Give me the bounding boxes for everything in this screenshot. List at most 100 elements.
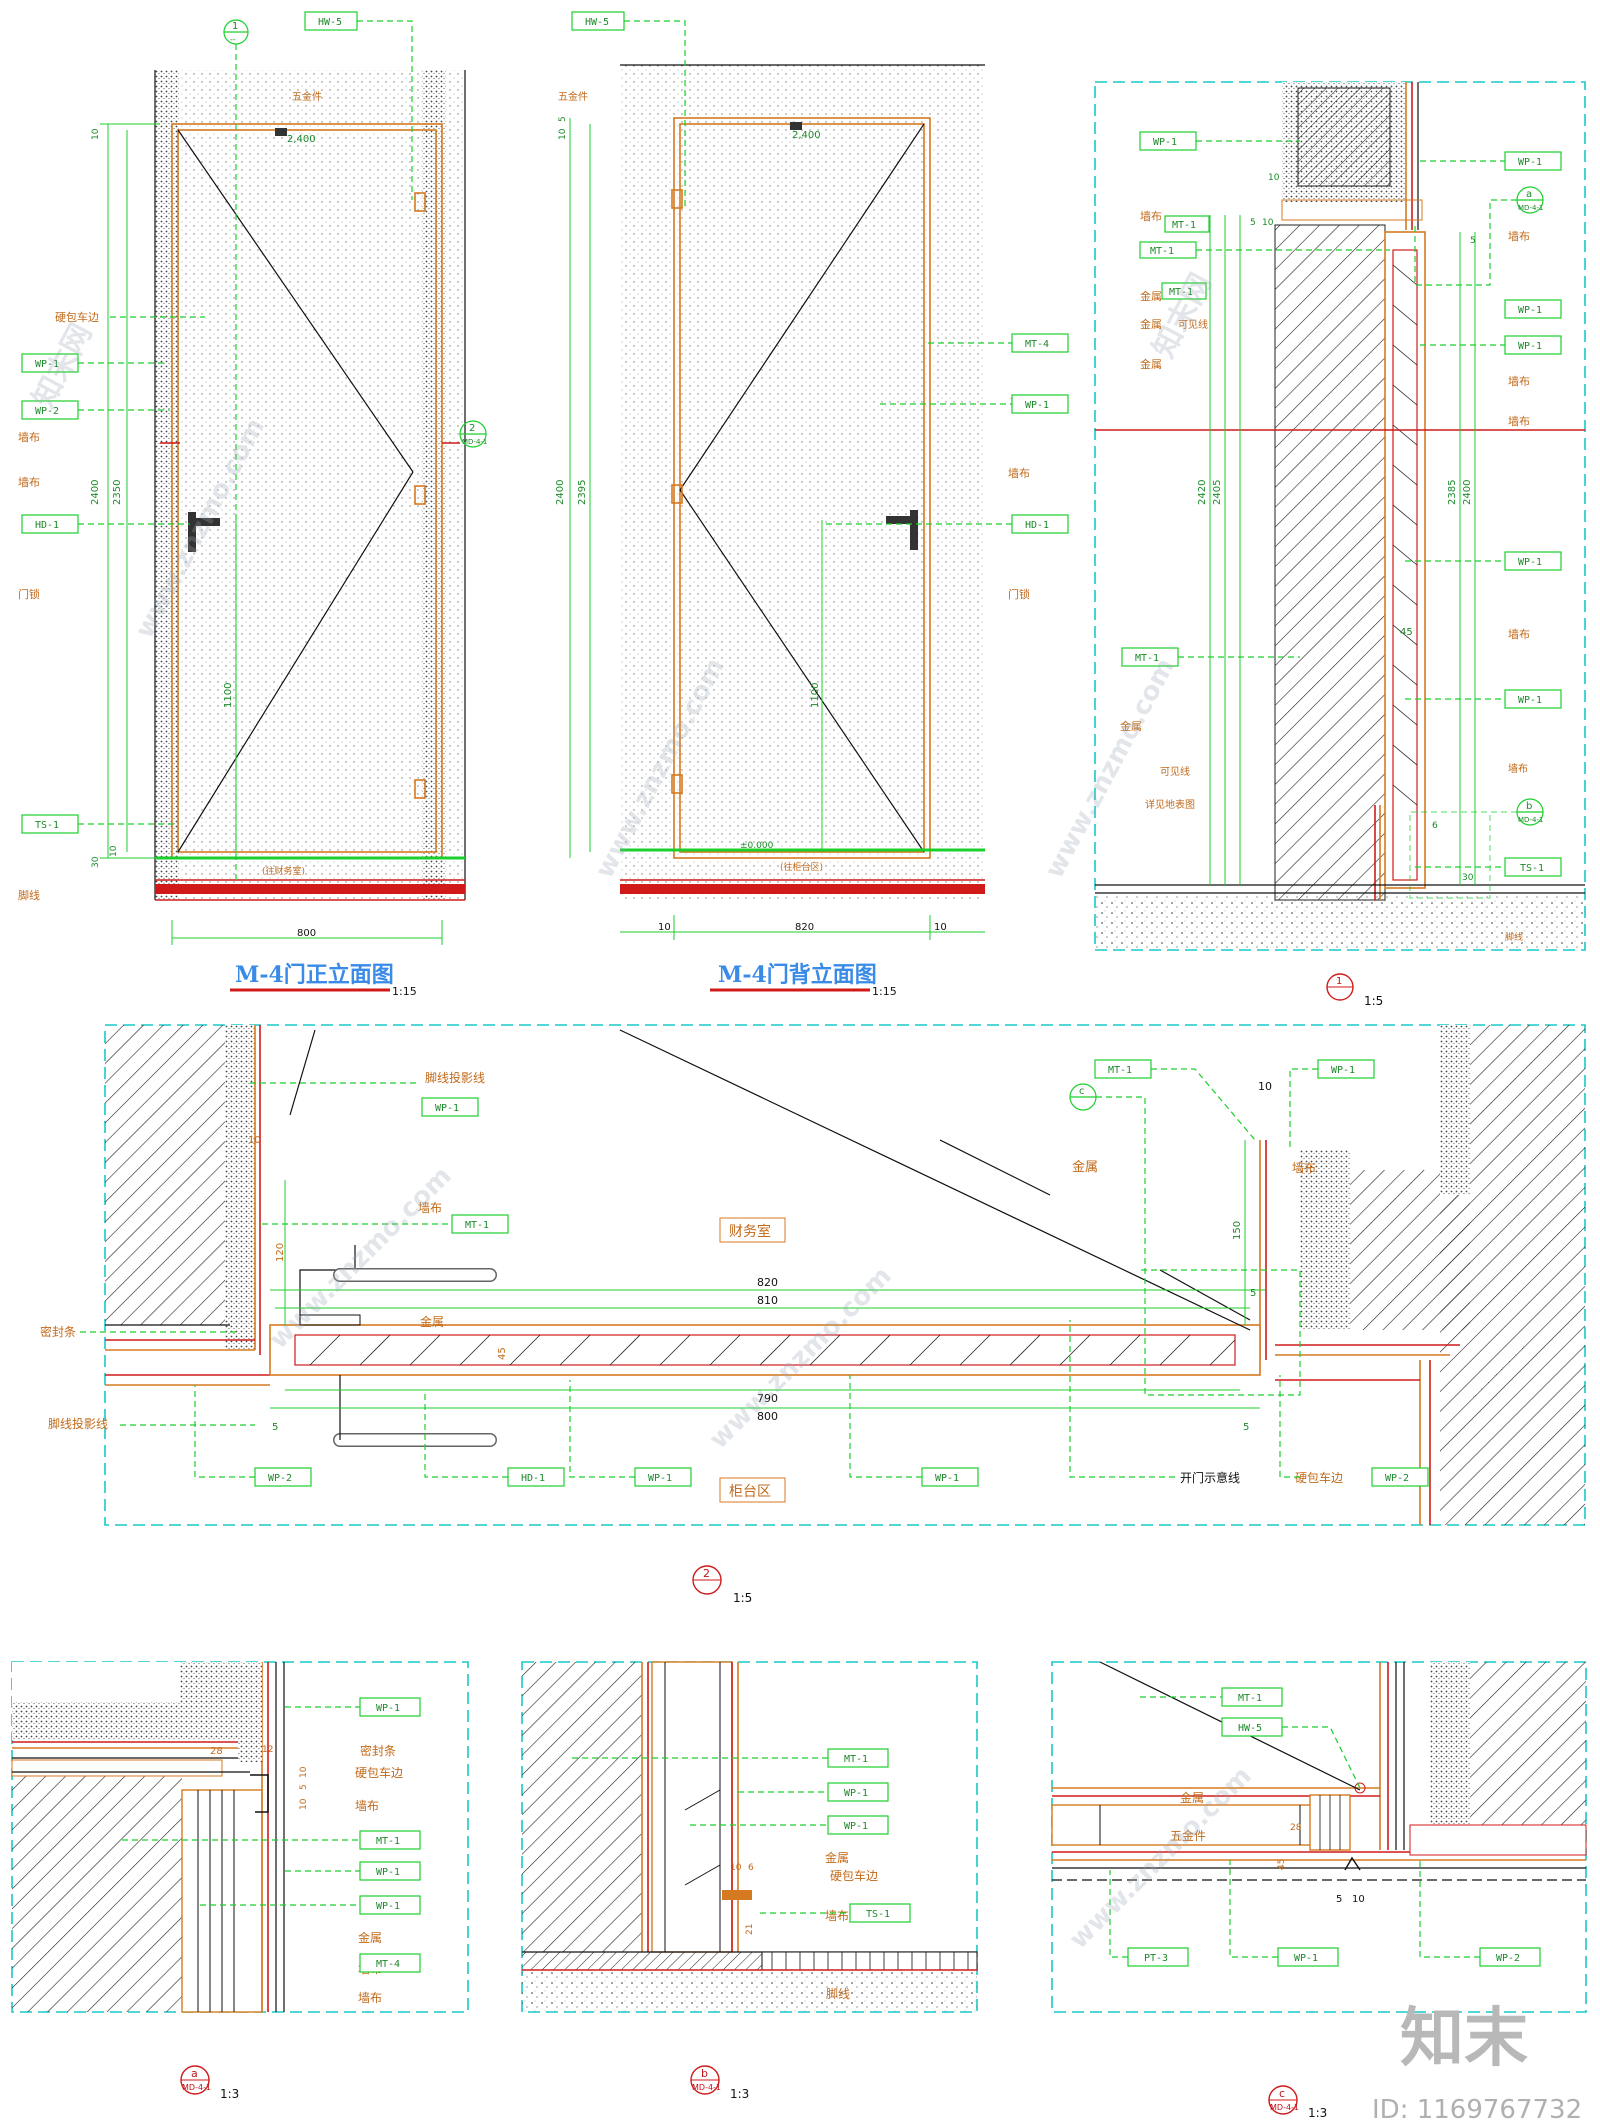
- p2-label-wallcloth: 墙布: [418, 1201, 442, 1215]
- s1-rtag-2[interactable]: WP-1: [1518, 305, 1542, 316]
- back-right-annotations: MT-4 金属 WP-1 墙布 HD-1 门锁: [826, 333, 1069, 601]
- section-1: 2420 2405 2385 2400 10 5 10 5 45 6 30 WP…: [1094, 81, 1586, 1008]
- db-label-skirting: 脚线: [826, 1986, 850, 2001]
- tag-wp1[interactable]: WP-1: [35, 359, 59, 370]
- dc-dim-45: 45: [1277, 1859, 1287, 1870]
- label-lock: 门锁: [18, 587, 40, 601]
- dim-back-5: 5: [558, 116, 568, 122]
- p2-tag-wp1-right[interactable]: WP-1: [935, 1473, 959, 1484]
- p2-label-soft-edge: 硬包车边: [1295, 1470, 1343, 1485]
- dim-front-30: 30: [91, 856, 101, 868]
- db-label-metal: 金属: [825, 1850, 849, 1865]
- s1-rlabel-2: 墙布: [1508, 374, 1530, 388]
- section-1-left-annotations: WP-1 墙布 MT-1 MT-1 金属 MT-1 金属 可见线 金属 MT-1…: [1120, 131, 1390, 811]
- s1-label-visible1: 可见线: [1178, 318, 1208, 331]
- detail-c: 28 45 5 10 MT-1 HW-5 金属 五金件 PT-3 WP-1 WP…: [1051, 1661, 1587, 2120]
- s1-rtag-5[interactable]: WP-1: [1518, 695, 1542, 706]
- wm-site-6: www.znzmo.com: [1064, 1761, 1258, 1955]
- da-sub: MD-4-1: [182, 2083, 211, 2092]
- db-tag-2[interactable]: WP-1: [844, 1788, 868, 1799]
- da-tag-3[interactable]: WP-1: [376, 1867, 400, 1878]
- s1-tag-mt1c[interactable]: MT-1: [1169, 287, 1193, 298]
- dc-label-hardware: 五金件: [1170, 1828, 1206, 1843]
- s1-label-wallcloth: 墙布: [1140, 209, 1162, 223]
- s1-rtag-ts1[interactable]: TS-1: [1520, 863, 1544, 874]
- label-wallcloth-2: 墙布: [18, 475, 40, 489]
- db-tag-3[interactable]: WP-1: [844, 1821, 868, 1832]
- dim-s1-2385: 2385: [1447, 480, 1458, 505]
- section-1-title: 1 1:5: [1326, 973, 1383, 1008]
- plan-2-callout-c[interactable]: c: [1069, 1083, 1301, 1396]
- db-label-edge: 硬包车边: [830, 1868, 878, 1883]
- dc-dim-10: 10: [1352, 1894, 1365, 1905]
- da-tag-2[interactable]: MT-1: [376, 1836, 400, 1847]
- dc-letter: c: [1279, 2087, 1285, 2100]
- da-tag-4[interactable]: WP-1: [376, 1901, 400, 1912]
- back-title: M-4门背立面图: [718, 962, 877, 988]
- front-callout-num: 1: [232, 21, 238, 32]
- p2-tag-mt1-left[interactable]: MT-1: [465, 1220, 489, 1231]
- front-plan-callout[interactable]: 2 MD-4-1: [459, 420, 487, 448]
- da-scale: 1:3: [220, 2087, 239, 2101]
- dim-front-2350: 2350: [112, 480, 123, 505]
- da-dim-5: 5: [299, 1784, 309, 1790]
- da-label-cloth1: 墙布: [355, 1799, 379, 1813]
- s1-tag-wp1[interactable]: WP-1: [1153, 137, 1177, 148]
- s1-num: 1: [1336, 976, 1342, 987]
- s1-tag-mt1b[interactable]: MT-1: [1150, 246, 1174, 257]
- s1-rtag-3[interactable]: WP-1: [1518, 341, 1542, 352]
- dc-tag-wp2[interactable]: WP-2: [1496, 1953, 1520, 1964]
- s1-rlabel-4: 墙布: [1508, 627, 1530, 641]
- back-label-lock: 门锁: [1008, 587, 1030, 601]
- p2-tag-mt1-right[interactable]: MT-1: [1108, 1065, 1132, 1076]
- section-1-callout-b[interactable]: b MD-4-1: [1409, 798, 1544, 899]
- tag-ts1[interactable]: TS-1: [35, 820, 59, 831]
- p2-tag-hd1[interactable]: HD-1: [521, 1473, 545, 1484]
- p2-tag-wp2-left[interactable]: WP-2: [268, 1473, 292, 1484]
- p2-tag-wp1-top[interactable]: WP-1: [435, 1103, 459, 1114]
- p2-num: 2: [703, 1567, 710, 1580]
- dim-s1-2400: 2400: [1462, 480, 1473, 505]
- s1-callout-b-sub: MD-4-1: [1518, 816, 1543, 824]
- dc-tag-wp1[interactable]: WP-1: [1294, 1953, 1318, 1964]
- tag-wp2[interactable]: WP-2: [35, 406, 59, 417]
- da-dim-12: 12: [262, 1745, 273, 1755]
- section-1-callout-a[interactable]: a MD-4-1: [1414, 186, 1544, 286]
- dim-front-10b: 10: [109, 845, 119, 857]
- dc-tag-mt1[interactable]: MT-1: [1238, 1693, 1262, 1704]
- p2-scale: 1:5: [733, 1591, 752, 1605]
- s1-rtag-1[interactable]: WP-1: [1518, 157, 1542, 168]
- dim-back-10a: 10: [658, 922, 671, 933]
- back-top-tag[interactable]: HW-5: [571, 11, 686, 210]
- dc-tag-hw5[interactable]: HW-5: [1238, 1723, 1262, 1734]
- p2-tag-wp1-far[interactable]: WP-1: [1331, 1065, 1355, 1076]
- s1-rtag-4[interactable]: WP-1: [1518, 557, 1542, 568]
- back-tag-mt4[interactable]: MT-4: [1025, 339, 1049, 350]
- s1-label-visible2: 可见线: [1160, 765, 1190, 778]
- tag-hd1[interactable]: HD-1: [35, 520, 59, 531]
- s1-tag-mt1d[interactable]: MT-1: [1135, 653, 1159, 664]
- front-section-callout[interactable]: 1 --: [223, 19, 249, 880]
- dc-scale: 1:3: [1308, 2106, 1327, 2120]
- back-tag-hd1[interactable]: HD-1: [1025, 520, 1049, 531]
- s1-label-metal1: 金属: [1140, 289, 1162, 303]
- back-top-tag-text: HW-5: [585, 17, 609, 28]
- p2-tag-wp1-mid[interactable]: WP-1: [648, 1473, 672, 1484]
- da-tag-5[interactable]: MT-4: [376, 1959, 400, 1970]
- db-tag-1[interactable]: MT-1: [844, 1754, 868, 1765]
- s1-callout-a-sub: MD-4-1: [1518, 204, 1543, 212]
- dc-tag-pt3[interactable]: PT-3: [1144, 1953, 1168, 1964]
- da-dim-28: 28: [210, 1746, 223, 1757]
- dim-back-1100: 1100: [810, 683, 821, 708]
- dim-s1-10b: 10: [1262, 218, 1274, 228]
- back-tag-wp1[interactable]: WP-1: [1025, 400, 1049, 411]
- front-top-tag[interactable]: HW-5: [304, 11, 413, 200]
- p2-tag-wp2-right[interactable]: WP-2: [1385, 1473, 1409, 1484]
- da-tag-1[interactable]: WP-1: [376, 1703, 400, 1714]
- db-tag-4[interactable]: TS-1: [866, 1909, 890, 1920]
- back-label-wallcloth: 墙布: [1008, 466, 1030, 480]
- s1-tag-mt1a[interactable]: MT-1: [1172, 220, 1196, 231]
- front-scale: 1:15: [392, 985, 417, 998]
- wm-logo: 知末: [1400, 2002, 1528, 2076]
